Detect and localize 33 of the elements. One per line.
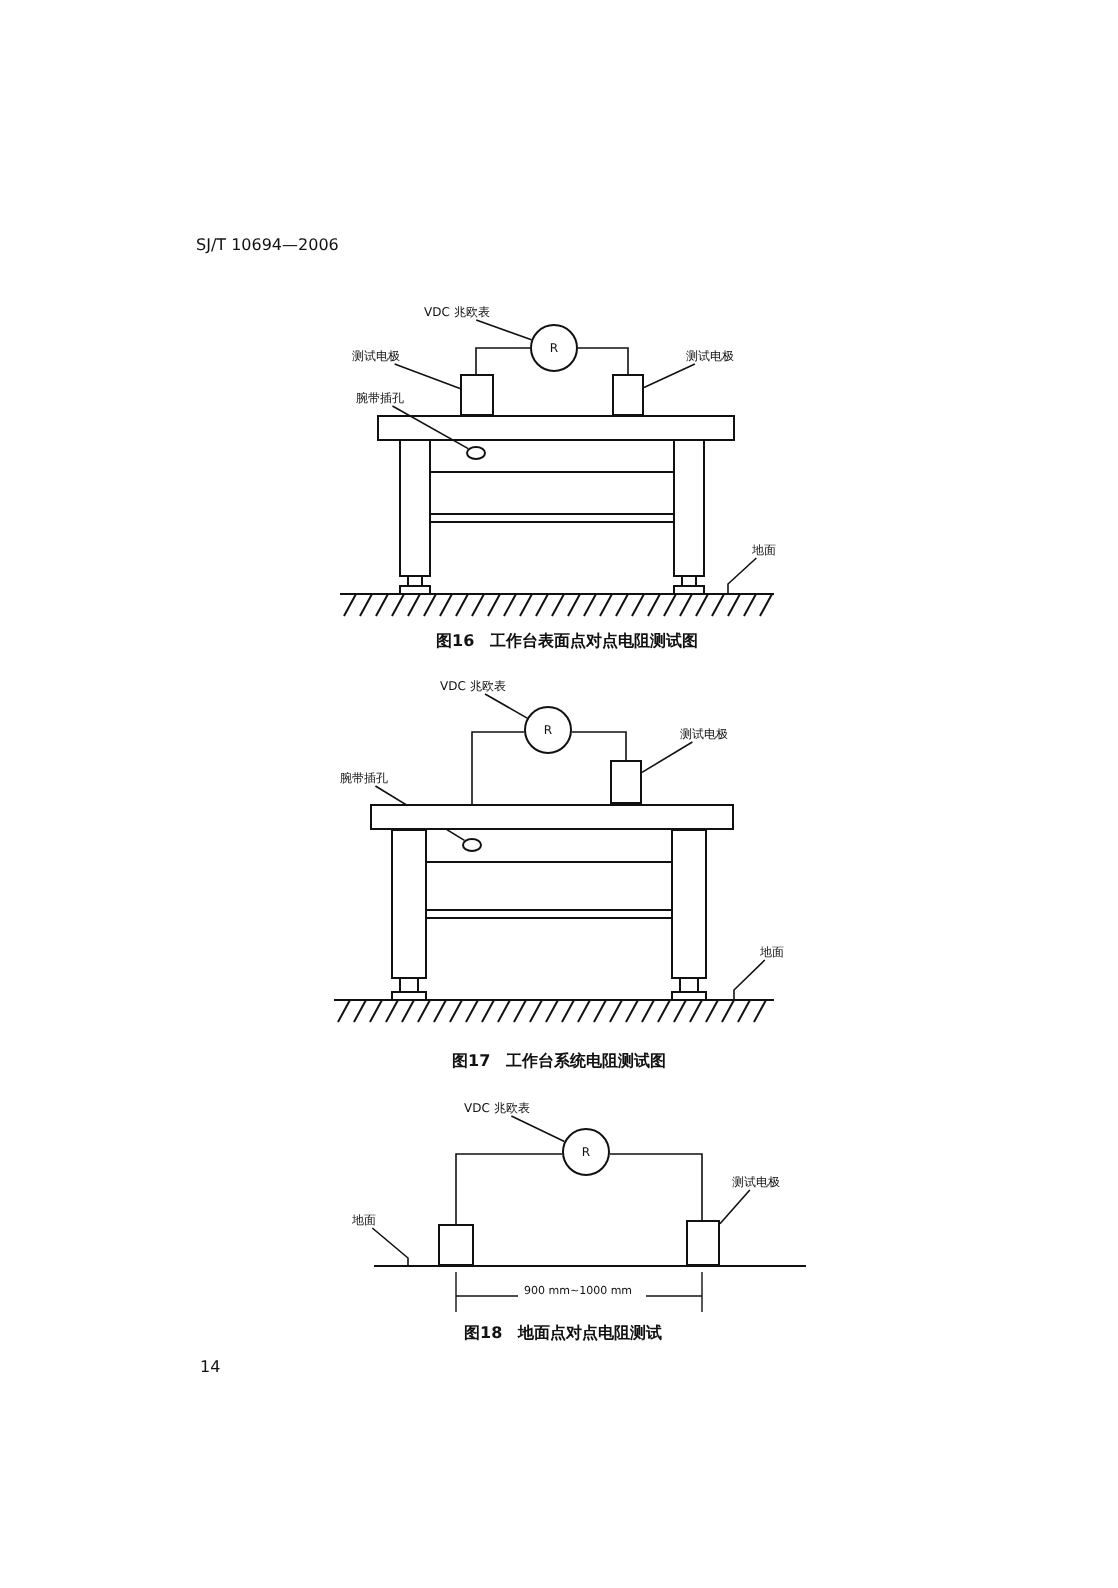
- socket-hole: [462, 838, 482, 852]
- leader-line: [391, 405, 469, 450]
- leader-line: [371, 1227, 409, 1267]
- wire: [475, 347, 531, 375]
- electrode-box: [610, 760, 642, 804]
- ground-hatching: [333, 999, 775, 1023]
- ground-hatching: [339, 593, 775, 617]
- page-number: 14: [200, 1358, 221, 1376]
- leader-line: [733, 959, 766, 1001]
- figure-caption: 图17 工作台系统电阻测试图: [452, 1050, 667, 1072]
- ground-line: [373, 1265, 807, 1267]
- leader-line: [393, 363, 461, 390]
- table-top: [370, 804, 734, 830]
- leader-line: [643, 363, 696, 389]
- socket-hole: [466, 446, 486, 460]
- wire: [571, 731, 627, 761]
- wire: [471, 731, 525, 805]
- leader-line: [727, 557, 758, 595]
- wire: [609, 1153, 703, 1221]
- wire: [577, 347, 629, 375]
- leader-line: [641, 741, 694, 774]
- electrode-box: [686, 1220, 720, 1266]
- leader-line: [719, 1189, 751, 1225]
- electrode-box: [460, 374, 494, 416]
- figure-caption: 图16 工作台表面点对点电阻测试图: [436, 630, 699, 652]
- figure-caption: 图18 地面点对点电阻测试: [464, 1322, 663, 1344]
- leader-line: [475, 319, 533, 341]
- standard-number: SJ/T 10694—2006: [196, 236, 339, 254]
- leader-line: [484, 693, 528, 719]
- wire: [455, 1153, 563, 1225]
- electrode-box: [612, 374, 644, 416]
- leader-line: [510, 1115, 566, 1143]
- electrode-box: [438, 1224, 474, 1266]
